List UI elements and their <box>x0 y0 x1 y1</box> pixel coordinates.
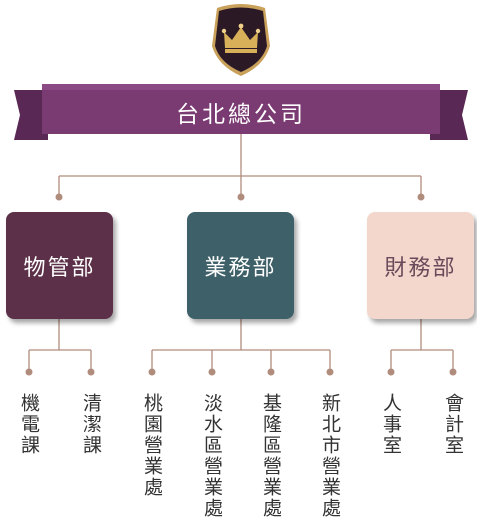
dept-label: 物管部 <box>23 255 96 281</box>
org-connectors <box>25 134 457 376</box>
unit-new-taipei-office: 新北市營業處 <box>319 393 341 519</box>
unit-electrical: 機電課 <box>18 393 40 456</box>
unit-keelung-office: 基隆區營業處 <box>260 393 282 519</box>
unit-cleaning: 清潔課 <box>80 393 102 456</box>
unit-personnel: 人事室 <box>380 393 402 456</box>
unit-taoyuan-office: 桃園營業處 <box>141 393 163 498</box>
company-title: 台北總公司 <box>176 102 306 128</box>
dept-label: 業務部 <box>204 255 277 281</box>
dept-box-property-management: 物管部 <box>6 212 113 319</box>
dept-box-finance: 財務部 <box>367 212 474 319</box>
crown-shield-icon <box>212 4 270 76</box>
company-banner <box>14 84 468 140</box>
dept-box-sales: 業務部 <box>187 212 294 319</box>
dept-label: 財務部 <box>384 255 457 281</box>
unit-accounting: 會計室 <box>442 393 464 456</box>
unit-tamsui-office: 淡水區營業處 <box>201 393 223 519</box>
